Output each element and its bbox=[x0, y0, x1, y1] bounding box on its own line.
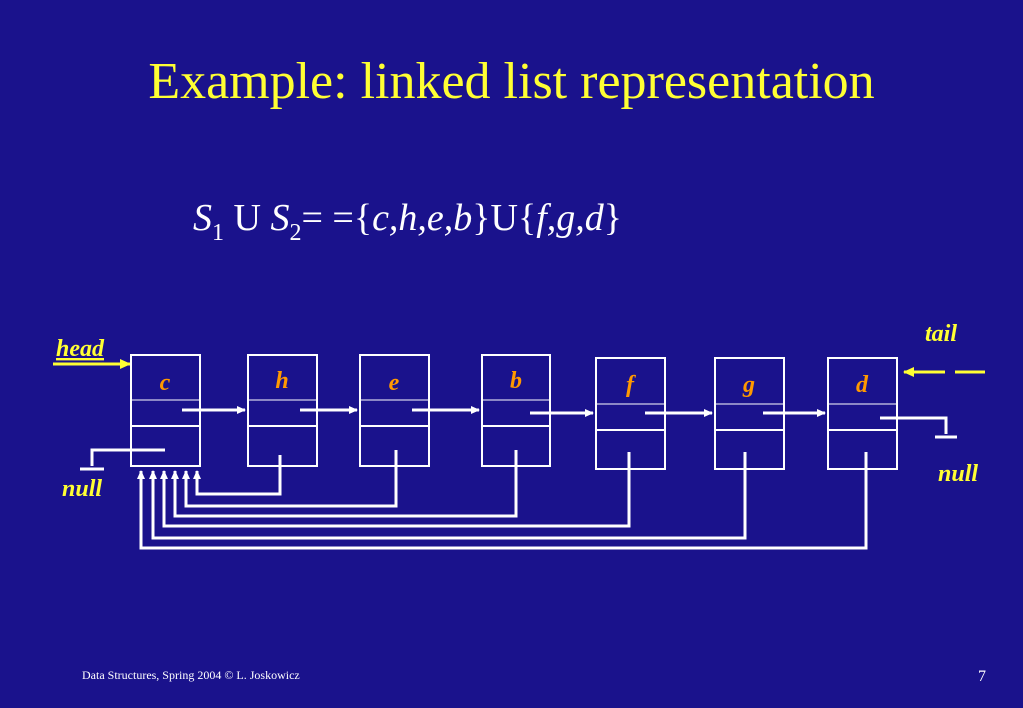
node-c-label: c bbox=[160, 370, 171, 396]
node-d: d bbox=[827, 357, 898, 470]
head-label: head bbox=[56, 336, 105, 362]
slide-title: Example: linked list representation bbox=[148, 53, 875, 110]
back-pointer-h bbox=[193, 455, 282, 496]
node-b-label: b bbox=[510, 368, 522, 394]
formula-union: U bbox=[224, 197, 271, 239]
formula-s1: S bbox=[193, 197, 212, 239]
back-pointer-e bbox=[182, 450, 398, 508]
node-e-label: e bbox=[389, 370, 400, 396]
node-f-label: f bbox=[626, 372, 636, 398]
back-pointer-g bbox=[149, 452, 747, 540]
formula-s2: S bbox=[270, 197, 290, 239]
formula-eq: = ={ bbox=[301, 197, 373, 239]
null-label-left: null bbox=[62, 476, 102, 502]
formula-mid: }U{ bbox=[472, 197, 537, 239]
formula-set1: c,h,e,b bbox=[372, 197, 473, 239]
null-terminator-right bbox=[880, 416, 957, 439]
node-b: b bbox=[481, 354, 551, 467]
null-label-right: null bbox=[938, 461, 978, 487]
union-formula: S1 U S2= ={c,h,e,b}U{f,g,d} bbox=[193, 196, 622, 247]
footer-text: Data Structures, Spring 2004 © L. Joskow… bbox=[82, 668, 300, 682]
null-terminator-left bbox=[80, 448, 165, 471]
formula-s2-sub: 2 bbox=[289, 220, 302, 246]
node-d-label: d bbox=[856, 372, 869, 398]
page-number: 7 bbox=[978, 668, 986, 685]
back-pointer-b bbox=[171, 450, 518, 518]
formula-s1-sub: 1 bbox=[212, 220, 224, 246]
back-pointer-f bbox=[160, 452, 631, 528]
node-g-label: g bbox=[742, 372, 755, 398]
formula-set2: f,g,d bbox=[536, 197, 604, 239]
node-h-label: h bbox=[275, 368, 288, 394]
back-pointer-d bbox=[137, 452, 868, 550]
tail-label: tail bbox=[925, 321, 957, 347]
formula-close: } bbox=[603, 197, 623, 239]
